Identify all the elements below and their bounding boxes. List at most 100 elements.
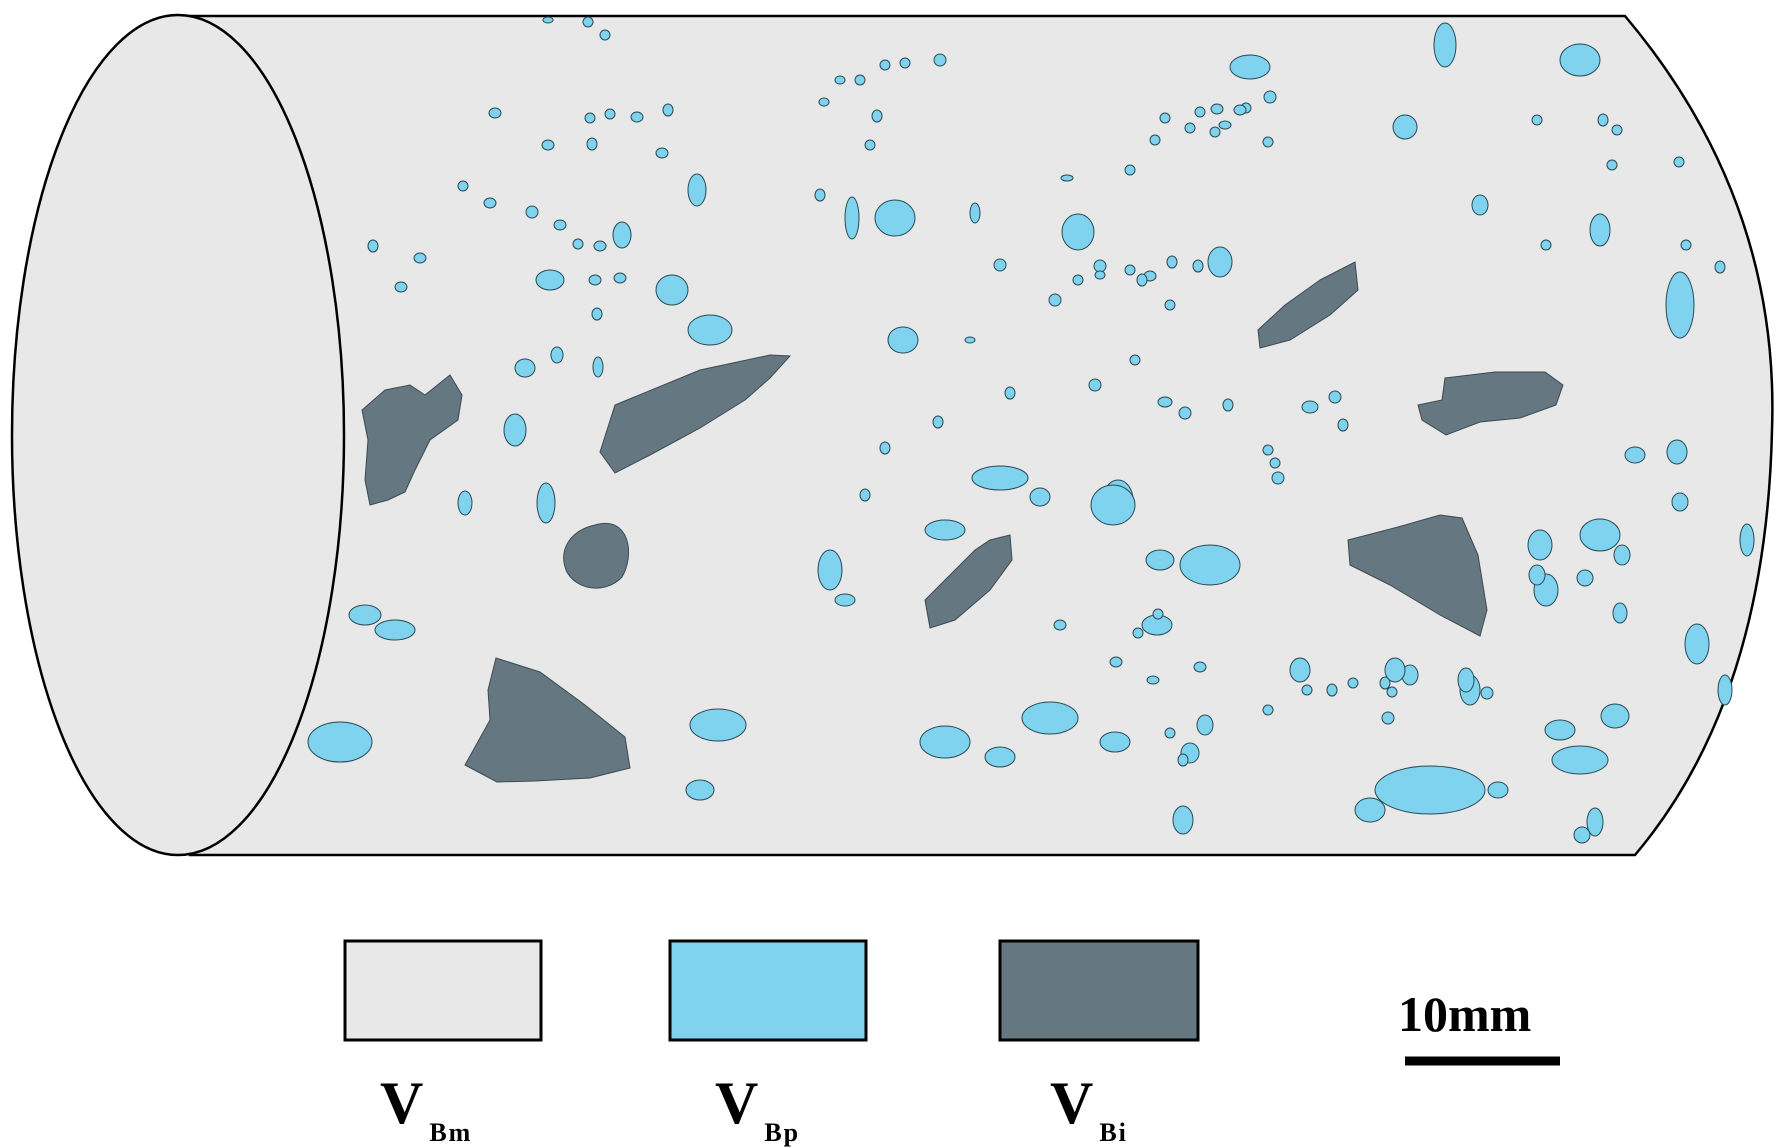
- inclusion: [1257, 261, 1359, 349]
- pore: [592, 356, 604, 378]
- pore: [612, 221, 632, 249]
- pore: [582, 16, 594, 28]
- pore: [591, 307, 603, 321]
- pore: [964, 336, 976, 344]
- pore: [1612, 602, 1628, 624]
- pore: [1152, 608, 1164, 620]
- pore: [367, 239, 379, 253]
- pore: [1048, 293, 1062, 307]
- pore: [1457, 667, 1475, 693]
- pore: [834, 75, 846, 85]
- pore: [1379, 676, 1391, 690]
- pore: [1193, 661, 1207, 673]
- pore: [394, 281, 408, 293]
- pore: [593, 240, 607, 252]
- pore: [503, 413, 527, 447]
- pore: [1271, 471, 1285, 485]
- pore: [1611, 124, 1623, 136]
- pore: [604, 108, 616, 120]
- inclusion: [361, 374, 463, 506]
- pore: [1088, 378, 1102, 392]
- pore: [542, 16, 554, 24]
- pore: [1589, 213, 1611, 247]
- pore: [879, 59, 891, 71]
- pore: [1090, 484, 1136, 526]
- pore: [1374, 765, 1486, 815]
- pore: [1613, 544, 1631, 566]
- pore: [541, 139, 555, 151]
- pore: [924, 519, 966, 541]
- pore: [1233, 104, 1247, 116]
- pore: [1717, 674, 1733, 706]
- pore: [655, 274, 689, 306]
- pore: [483, 197, 497, 209]
- pore: [879, 441, 891, 455]
- pore: [1157, 396, 1173, 408]
- pore: [535, 269, 565, 291]
- legend: [343, 939, 1200, 1042]
- pore: [969, 202, 981, 224]
- pore: [584, 112, 596, 124]
- pore: [1179, 544, 1241, 586]
- legend-swatch-matrix: [343, 939, 543, 1042]
- pore: [1209, 126, 1221, 138]
- pore: [1269, 457, 1281, 469]
- pore: [1124, 164, 1136, 176]
- pore: [1471, 194, 1489, 216]
- pore: [1714, 260, 1726, 274]
- pore: [662, 103, 674, 117]
- pore: [1684, 623, 1710, 665]
- legend-swatch-pore: [668, 939, 868, 1042]
- pore: [1386, 686, 1398, 698]
- pore: [1072, 274, 1084, 286]
- pore: [1145, 549, 1175, 571]
- pore: [1149, 134, 1161, 146]
- pore: [1600, 703, 1630, 729]
- pore: [1576, 569, 1594, 587]
- pore: [1392, 114, 1418, 140]
- scale-bar-label: 10mm: [1398, 986, 1532, 1042]
- pore: [687, 173, 707, 207]
- pore: [1178, 406, 1192, 420]
- pore: [1146, 675, 1160, 685]
- pore: [874, 199, 916, 237]
- pore: [1192, 259, 1204, 273]
- pore: [1680, 239, 1692, 251]
- pore: [1624, 446, 1646, 464]
- pore: [814, 188, 826, 202]
- pore: [525, 205, 539, 219]
- pore: [984, 746, 1016, 768]
- pore: [613, 272, 627, 284]
- pore: [687, 314, 733, 346]
- pore: [854, 74, 866, 86]
- pore: [457, 490, 473, 516]
- pore: [1381, 711, 1395, 725]
- cylinder: [10, 13, 1774, 857]
- inclusion: [1417, 371, 1564, 436]
- pore: [488, 107, 502, 119]
- pore: [1540, 239, 1552, 251]
- pore: [374, 619, 416, 641]
- pore: [1666, 439, 1688, 465]
- pore: [536, 482, 556, 524]
- pore: [1354, 797, 1386, 823]
- pore: [933, 53, 947, 67]
- pore: [1124, 264, 1136, 276]
- cylinder-end-face: [10, 13, 346, 857]
- pore: [1326, 683, 1338, 697]
- pore: [1061, 213, 1095, 251]
- pore: [919, 725, 971, 759]
- pore: [588, 274, 602, 286]
- pore: [586, 137, 598, 151]
- legend-swatch-inclusion: [998, 939, 1200, 1042]
- pore: [887, 326, 919, 354]
- pore: [1196, 714, 1214, 736]
- pore: [1099, 731, 1131, 753]
- pore: [1665, 271, 1695, 339]
- pore: [1487, 781, 1509, 799]
- pore: [1194, 106, 1206, 118]
- pore: [1021, 701, 1079, 735]
